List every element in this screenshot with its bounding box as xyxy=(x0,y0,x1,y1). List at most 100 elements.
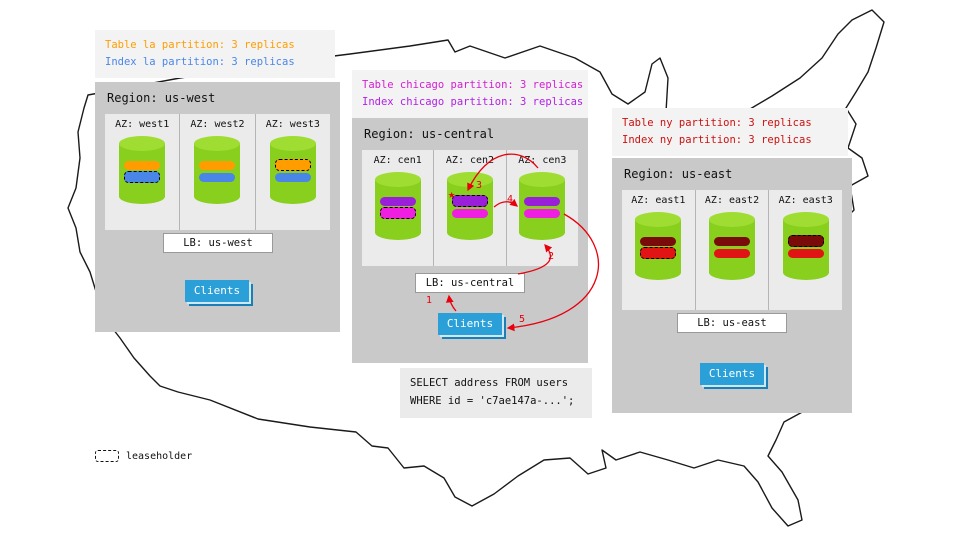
table-partition-note: Table ny partition: 3 replicas xyxy=(622,117,812,129)
cylinder-bottom xyxy=(519,225,566,240)
cylinder-top xyxy=(709,212,755,227)
table-partition-note: Table chicago partition: 3 replicas xyxy=(362,79,584,91)
database-node-icon xyxy=(194,136,241,204)
index-partition-note: Index ny partition: 3 replicas xyxy=(622,133,812,146)
cylinder-bottom xyxy=(119,189,166,204)
database-node-icon xyxy=(519,172,566,240)
az-label: AZ: cen2 xyxy=(445,155,495,166)
cylinder-bottom xyxy=(374,225,421,240)
az-label: AZ: west2 xyxy=(190,119,245,130)
flow-step-4: 4 xyxy=(507,194,514,205)
az-west1: AZ: west1 xyxy=(105,114,179,230)
table-partition-replica xyxy=(524,197,561,206)
leaseholder-legend: leaseholder xyxy=(95,450,192,462)
database-node-icon xyxy=(709,212,755,280)
cylinder-bottom xyxy=(269,189,316,204)
cylinder-bottom xyxy=(709,265,755,280)
cylinder-body xyxy=(709,219,755,273)
az-panel-us-west: AZ: west1 AZ: west2 AZ: west3 xyxy=(105,114,330,230)
region-us-central: Region: us-central AZ: cen1 AZ: cen2 xyxy=(352,118,588,363)
az-panel-us-central: AZ: cen1 AZ: cen2 AZ: cen3 xyxy=(362,150,578,266)
region-us-east: Region: us-east AZ: east1 AZ: east2 xyxy=(612,158,852,413)
table-partition-replica xyxy=(640,237,677,246)
az-label: AZ: cen1 xyxy=(373,155,422,166)
az-east3: AZ: east3 xyxy=(768,190,842,310)
cylinder-bottom xyxy=(194,189,241,204)
az-east1: AZ: east1 xyxy=(622,190,695,310)
index-partition-replica xyxy=(714,249,750,258)
sql-query-box: SELECT address FROM users WHERE id = 'c7… xyxy=(400,368,592,418)
index-partition-leaseholder xyxy=(640,247,677,259)
database-node-icon xyxy=(269,136,316,204)
cylinder-body xyxy=(635,219,682,273)
sql-line-1: SELECT address FROM users xyxy=(410,377,569,389)
partition-note-la: Table la partition: 3 replicas Index la … xyxy=(95,30,335,78)
cylinder-top xyxy=(374,172,421,187)
az-label: AZ: east3 xyxy=(778,195,833,206)
az-west3: AZ: west3 xyxy=(254,114,330,230)
cylinder-bottom xyxy=(446,225,493,240)
index-partition-leaseholder xyxy=(379,207,416,219)
table-partition-replica xyxy=(714,237,750,246)
index-partition-note: Index chicago partition: 3 replicas xyxy=(362,95,584,108)
load-balancer-us-east: LB: us-east xyxy=(677,313,787,333)
table-partition-leaseholder xyxy=(274,159,311,171)
index-partition-leaseholder xyxy=(124,171,161,183)
database-node-icon xyxy=(446,172,493,240)
cylinder-top xyxy=(194,136,241,151)
region-title: Region: us-central xyxy=(364,127,495,141)
cylinder-bottom xyxy=(635,265,682,280)
az-label: AZ: cen3 xyxy=(518,155,567,166)
table-partition-leaseholder xyxy=(787,235,824,247)
leaseholder-legend-label: leaseholder xyxy=(126,450,193,462)
database-node-icon xyxy=(374,172,421,240)
index-partition-replica xyxy=(787,249,824,258)
az-label: AZ: east1 xyxy=(631,195,686,206)
cylinder-top xyxy=(119,136,166,151)
region-title: Region: us-west xyxy=(107,91,216,105)
leaseholder-legend-icon xyxy=(95,450,119,462)
table-partition-replica xyxy=(379,197,416,206)
az-west2: AZ: west2 xyxy=(179,114,254,230)
region-title: Region: us-east xyxy=(624,167,733,181)
az-label: AZ: west1 xyxy=(115,119,170,130)
flow-step-1: 1 xyxy=(426,295,433,306)
az-label: AZ: west3 xyxy=(265,119,320,130)
cylinder-body xyxy=(119,143,166,197)
cylinder-top xyxy=(269,136,316,151)
index-partition-replica xyxy=(451,209,488,218)
az-cen2: AZ: cen2 xyxy=(433,150,505,266)
leaseholder-star-icon: ★ xyxy=(448,187,456,201)
table-partition-replica xyxy=(199,161,236,170)
database-node-icon xyxy=(635,212,682,280)
partition-note-ny: Table ny partition: 3 replicas Index ny … xyxy=(612,108,848,156)
partition-note-chicago: Table chicago partition: 3 replicas Inde… xyxy=(352,70,588,118)
load-balancer-us-central: LB: us-central xyxy=(415,273,525,293)
cylinder-top xyxy=(446,172,493,187)
index-partition-replica xyxy=(199,173,236,182)
region-us-west: Region: us-west AZ: west1 AZ: west2 xyxy=(95,82,340,332)
sql-line-2: WHERE id = 'c7ae147a-...'; xyxy=(410,394,575,407)
table-partition-replica xyxy=(124,161,161,170)
flow-step-3: 3 xyxy=(476,180,483,191)
clients-button-us-east[interactable]: Clients xyxy=(700,363,764,385)
clients-button-us-west[interactable]: Clients xyxy=(185,280,249,302)
table-partition-note: Table la partition: 3 replicas xyxy=(105,39,295,51)
database-node-icon xyxy=(782,212,829,280)
index-partition-replica xyxy=(274,173,311,182)
az-cen3: AZ: cen3 xyxy=(505,150,578,266)
flow-step-2: 2 xyxy=(548,251,555,262)
flow-step-5: 5 xyxy=(519,314,526,325)
cylinder-body xyxy=(194,143,241,197)
load-balancer-us-west: LB: us-west xyxy=(163,233,273,253)
cylinder-top xyxy=(782,212,829,227)
index-partition-replica xyxy=(524,209,561,218)
cylinder-bottom xyxy=(782,265,829,280)
az-panel-us-east: AZ: east1 AZ: east2 AZ: east3 xyxy=(622,190,842,310)
index-partition-note: Index la partition: 3 replicas xyxy=(105,55,295,68)
cylinder-top xyxy=(635,212,682,227)
cylinder-body xyxy=(374,179,421,233)
az-cen1: AZ: cen1 xyxy=(362,150,433,266)
cylinder-top xyxy=(519,172,566,187)
clients-button-us-central[interactable]: Clients xyxy=(438,313,502,335)
